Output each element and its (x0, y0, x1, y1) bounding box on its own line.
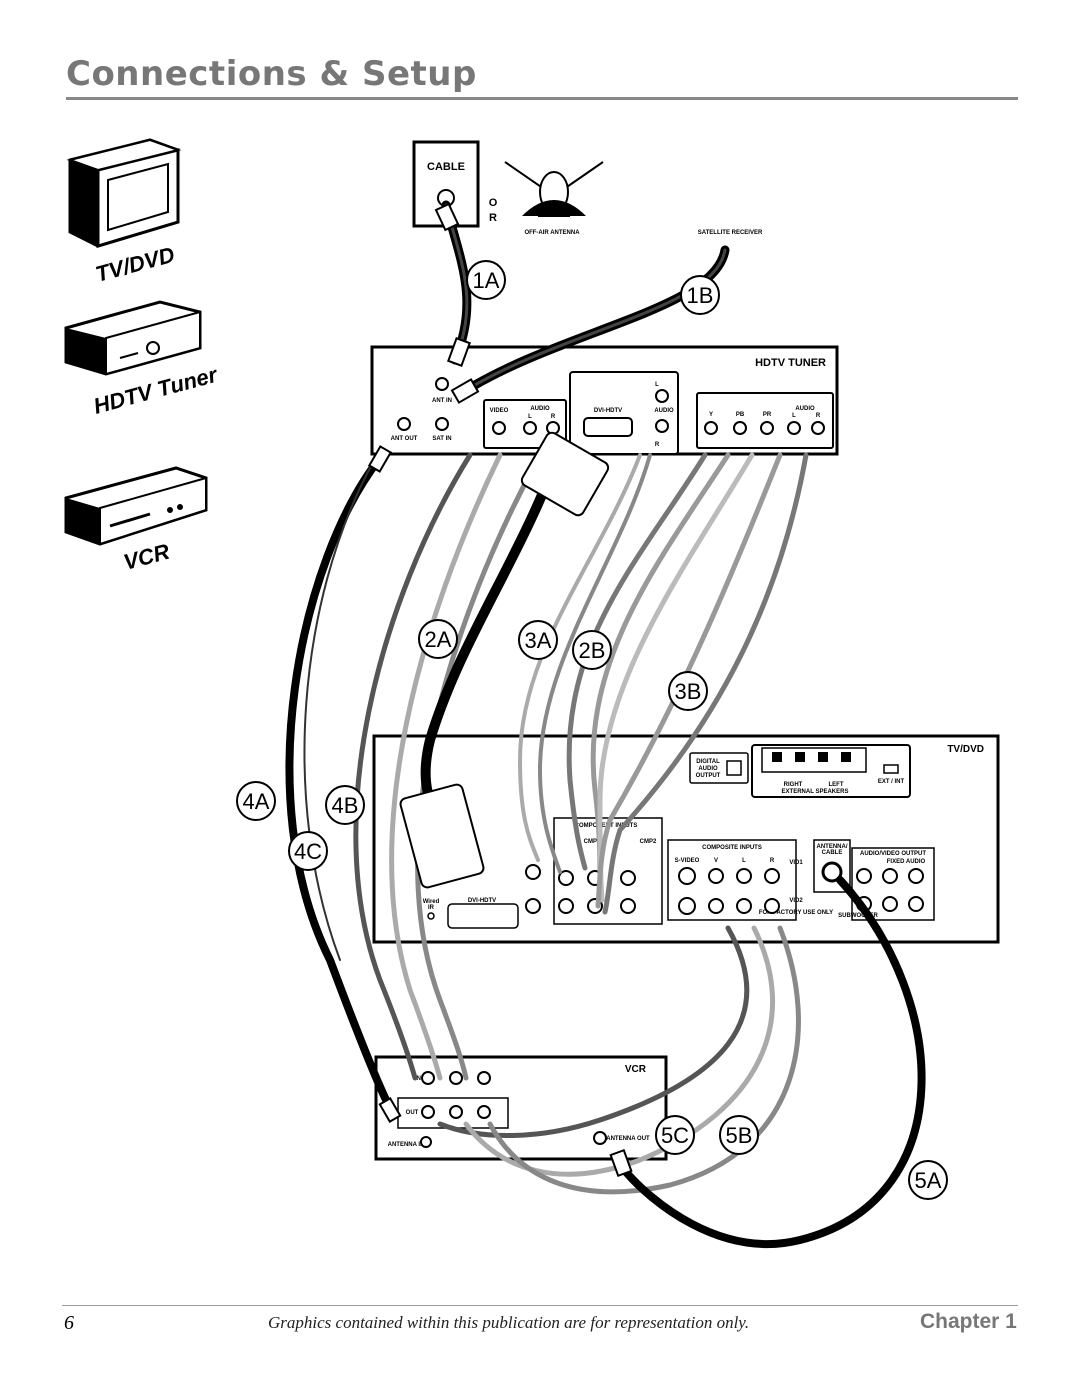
svg-text:R: R (655, 442, 660, 448)
svg-text:3A: 3A (525, 628, 552, 653)
callout-1b: 1B (680, 275, 720, 315)
svg-text:DIGITAL: DIGITAL (696, 759, 720, 765)
svg-text:AUDIO: AUDIO (795, 406, 815, 412)
svg-text:PR: PR (763, 412, 772, 418)
svg-text:5C: 5C (661, 1123, 689, 1148)
callout-4b: 4B (325, 785, 365, 825)
svg-text:AUDIO: AUDIO (530, 406, 550, 412)
svg-text:ANT OUT: ANT OUT (391, 436, 418, 442)
svg-text:CABLE: CABLE (427, 161, 465, 173)
svg-text:ANT IN: ANT IN (432, 398, 452, 404)
svg-text:ANTENNA IN: ANTENNA IN (388, 1142, 425, 1148)
svg-text:4B: 4B (332, 793, 359, 818)
callout-4a: 4A (236, 781, 276, 821)
svg-text:FIXED AUDIO: FIXED AUDIO (887, 859, 926, 865)
svg-text:FOR FACTORY USE ONLY: FOR FACTORY USE ONLY (759, 910, 833, 916)
svg-text:ANTENNA OUT: ANTENNA OUT (606, 1136, 650, 1142)
svg-text:V: V (714, 858, 718, 864)
svg-text:L: L (528, 414, 532, 420)
or-label-r: R (489, 212, 497, 224)
satellite-label: SATELLITE RECEIVER (698, 230, 763, 236)
svg-text:VIDEO: VIDEO (490, 408, 509, 414)
svg-text:4A: 4A (243, 789, 270, 814)
svg-text:2A: 2A (425, 627, 452, 652)
svg-text:EXT / INT: EXT / INT (878, 779, 905, 785)
hdtv-tuner-icon (64, 300, 202, 376)
or-label: O (489, 197, 498, 209)
page-number: 6 (64, 1312, 74, 1334)
vcr-panel-title: VCR (625, 1064, 647, 1075)
tv-label: TV/DVD (93, 242, 178, 287)
svg-text:AUDIO: AUDIO (654, 408, 674, 414)
callout-3a: 3A (518, 620, 558, 660)
antenna-label: OFF-AIR ANTENNA (524, 230, 580, 236)
svg-text:CMP2: CMP2 (640, 839, 657, 845)
svg-text:Y: Y (709, 412, 713, 418)
svg-text:IN: IN (415, 1076, 421, 1082)
callout-4c: 4C (288, 831, 328, 871)
svg-text:SAT IN: SAT IN (432, 436, 451, 442)
svg-text:IR: IR (428, 905, 435, 911)
svg-text:1B: 1B (687, 283, 714, 308)
svg-text:R: R (816, 413, 821, 419)
svg-text:R: R (551, 414, 556, 420)
callout-2b: 2B (572, 630, 612, 670)
svg-text:L: L (792, 413, 796, 419)
vcr-icon (64, 466, 208, 546)
svg-text:3B: 3B (675, 679, 702, 704)
svg-text:5B: 5B (726, 1123, 753, 1148)
vcr-label: VCR (121, 539, 172, 575)
svg-text:5A: 5A (915, 1168, 942, 1193)
svg-text:AUDIO/VIDEO OUTPUT: AUDIO/VIDEO OUTPUT (860, 851, 926, 857)
callout-5c: 5C (655, 1115, 695, 1155)
svg-text:EXTERNAL SPEAKERS: EXTERNAL SPEAKERS (782, 789, 849, 795)
svg-text:CMP1: CMP1 (584, 839, 601, 845)
page-title: Connections & Setup (66, 54, 477, 94)
svg-text:VID2: VID2 (789, 898, 803, 904)
callout-5a: 5A (908, 1160, 948, 1200)
callout-5b: 5B (719, 1115, 759, 1155)
svg-text:2B: 2B (579, 638, 606, 663)
callout-1a: 1A (466, 260, 506, 300)
svg-text:OUTPUT: OUTPUT (696, 773, 721, 779)
svg-text:1A: 1A (473, 268, 500, 293)
svg-text:L: L (655, 382, 659, 388)
footer-rule (62, 1305, 1018, 1306)
tv-panel-title: TV/DVD (947, 744, 984, 755)
svg-text:OUT: OUT (406, 1110, 419, 1116)
svg-text:CABLE: CABLE (822, 850, 843, 856)
svg-text:AUDIO: AUDIO (698, 766, 718, 772)
svg-text:DVI-HDTV: DVI-HDTV (468, 898, 496, 904)
vcr-panel: VCR OUT IN ANTENNA IN ANTENNA OUT (374, 1055, 668, 1161)
svg-text:ANTENNA/: ANTENNA/ (817, 844, 848, 850)
svg-text:S-VIDEO: S-VIDEO (675, 858, 700, 864)
svg-text:SUBWOOFER: SUBWOOFER (838, 913, 878, 919)
callout-3b: 3B (668, 671, 708, 711)
svg-text:PB: PB (736, 412, 745, 418)
header-rule (66, 97, 1018, 100)
svg-text:VID1: VID1 (789, 860, 803, 866)
hdtv-tuner-panel: HDTV TUNER ANT IN ANT OUT SAT IN VIDEO A… (370, 345, 839, 456)
chapter-label: Chapter 1 (920, 1310, 1017, 1333)
tv-icon (66, 138, 182, 249)
tuner-panel-title: HDTV TUNER (755, 357, 826, 369)
svg-text:4C: 4C (294, 839, 322, 864)
svg-text:Wired: Wired (423, 899, 440, 905)
svg-text:COMPOSITE INPUTS: COMPOSITE INPUTS (702, 845, 762, 851)
svg-text:RIGHT: RIGHT (784, 782, 803, 788)
connector-heads (367, 202, 633, 1178)
antenna-icon (504, 161, 604, 217)
svg-text:DVI-HDTV: DVI-HDTV (594, 408, 622, 414)
svg-text:R: R (770, 858, 775, 864)
callout-2a: 2A (418, 619, 458, 659)
svg-text:LEFT: LEFT (829, 782, 844, 788)
svg-text:L: L (742, 858, 746, 864)
footer-note: Graphics contained within this publicati… (268, 1313, 750, 1332)
